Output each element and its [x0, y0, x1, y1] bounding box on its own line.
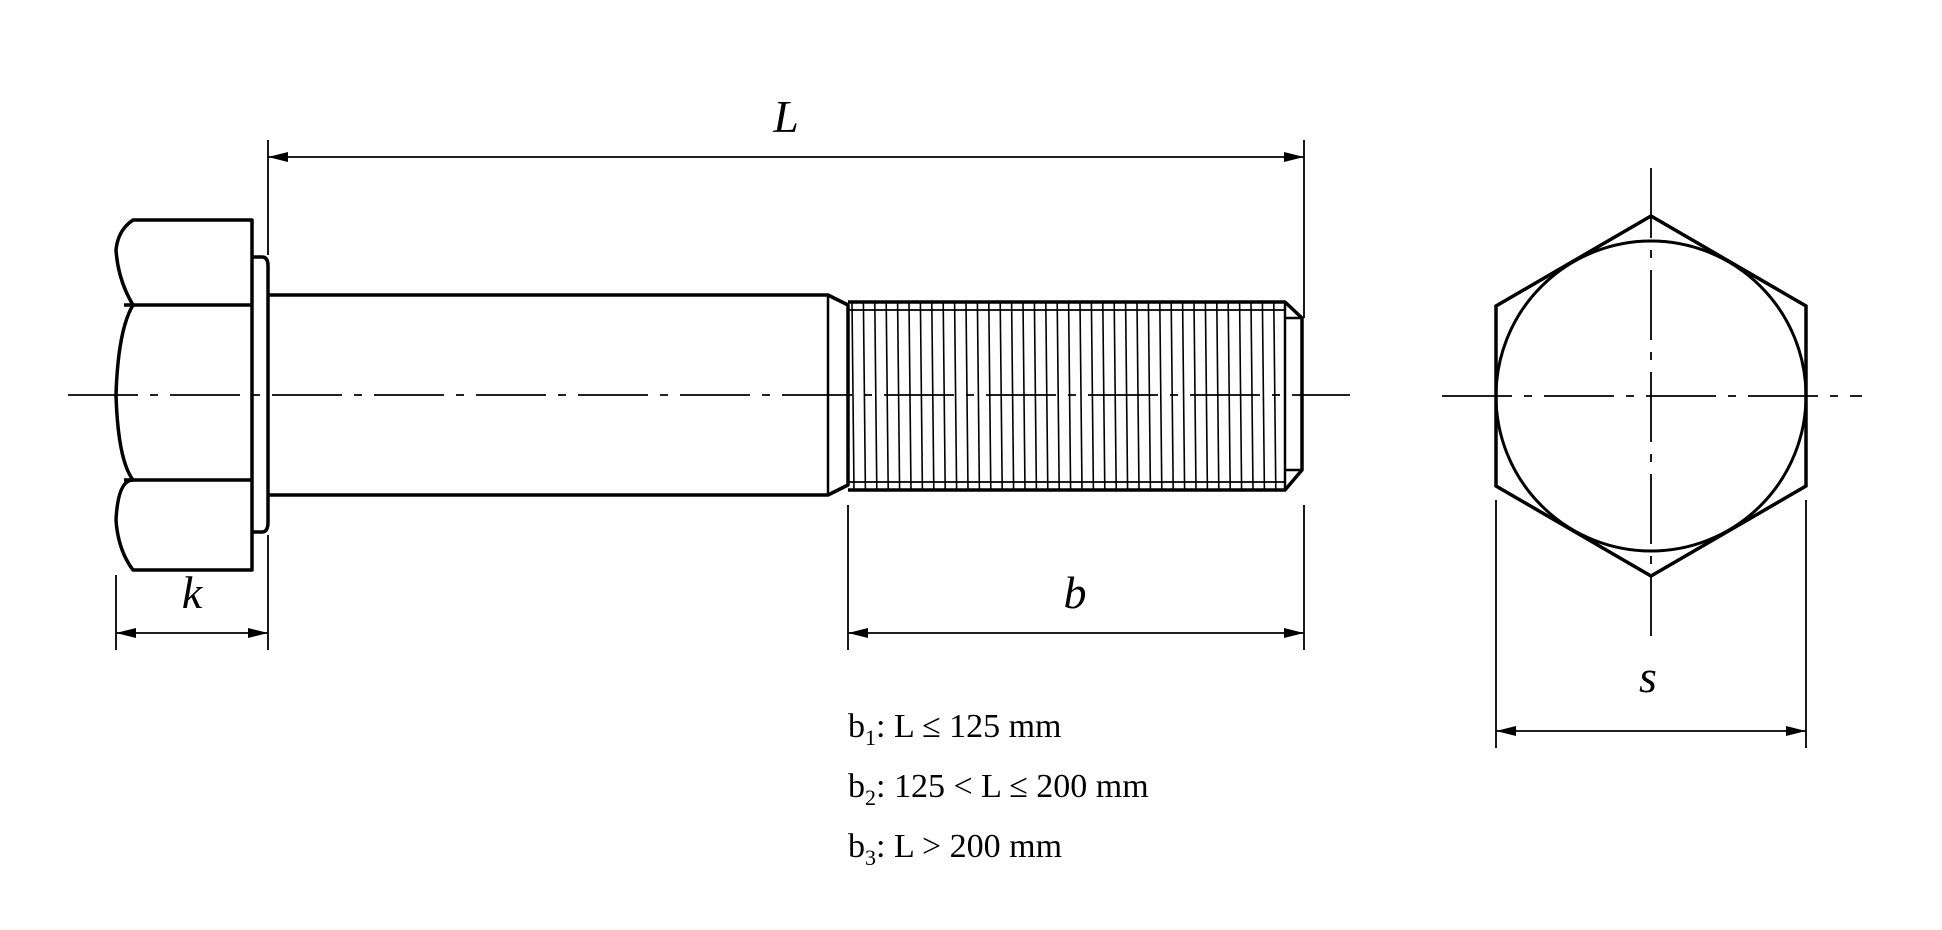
thread-line [1170, 301, 1174, 491]
thread-line [874, 301, 878, 491]
thread-line [1147, 301, 1152, 491]
thread-line [1250, 301, 1254, 491]
dim-s-label: s [1639, 651, 1657, 702]
thread-line [1238, 301, 1243, 491]
thread-lines [851, 301, 1277, 491]
thread-line [1193, 301, 1197, 491]
dimension-lines [115, 140, 1807, 748]
thread-line [1056, 301, 1060, 491]
thread-line [988, 301, 992, 491]
thread-line [1261, 301, 1266, 491]
thread-line [908, 301, 912, 491]
note-b3-subscript: 3 [865, 845, 876, 870]
thread-line [1204, 301, 1209, 491]
thread-line [1159, 301, 1163, 491]
bolt-washer-face [252, 255, 270, 534]
thread-length-notes: b1: L ≤ 125 mm b2: 125 < L ≤ 200 mm b3: … [848, 708, 1149, 870]
dim-b-label: b [1064, 567, 1087, 618]
thread-line [1273, 301, 1277, 491]
thread-line [1010, 301, 1015, 491]
thread-line [1090, 301, 1095, 491]
bolt-head-outline [114, 218, 254, 572]
note-b1-subscript: 1 [865, 725, 876, 750]
note-b2-condition: : 125 < L ≤ 200 mm [876, 768, 1149, 805]
thread-line [885, 301, 889, 491]
note-b3: b3: L > 200 mm [848, 828, 1062, 870]
note-b2-symbol: b [848, 768, 865, 805]
thread-line [1033, 301, 1038, 491]
thread-line [1136, 301, 1140, 491]
thread-line [851, 301, 855, 491]
thread-line [1022, 301, 1026, 491]
note-b1: b1: L ≤ 125 mm [848, 708, 1062, 750]
thread-line [976, 301, 981, 491]
thread-line [953, 301, 958, 491]
thread-line [919, 301, 924, 491]
thread-line [1181, 301, 1186, 491]
thread-line [1227, 301, 1231, 491]
note-b2-subscript: 2 [865, 785, 876, 810]
thread-line [942, 301, 946, 491]
dim-L-label: L [772, 91, 799, 142]
thread-line [1124, 301, 1129, 491]
thread-line [1216, 301, 1220, 491]
thread-line [931, 301, 935, 491]
bolt-thread-outline [848, 300, 1304, 492]
note-b1-symbol: b [848, 708, 865, 745]
note-b3-symbol: b [848, 828, 865, 865]
thread-line [1079, 301, 1083, 491]
thread-line [1113, 301, 1117, 491]
thread-line [862, 301, 867, 491]
note-b2: b2: 125 < L ≤ 200 mm [848, 768, 1149, 810]
dim-k-label: k [182, 567, 204, 618]
note-b1-condition: : L ≤ 125 mm [876, 708, 1062, 745]
thread-line [999, 301, 1003, 491]
bolt-end-chamfer [1283, 302, 1302, 490]
note-b3-condition: : L > 200 mm [876, 828, 1062, 865]
thread-line [896, 301, 901, 491]
thread-line [1045, 301, 1049, 491]
thread-line [1067, 301, 1072, 491]
thread-line [1102, 301, 1106, 491]
thread-line [965, 301, 969, 491]
